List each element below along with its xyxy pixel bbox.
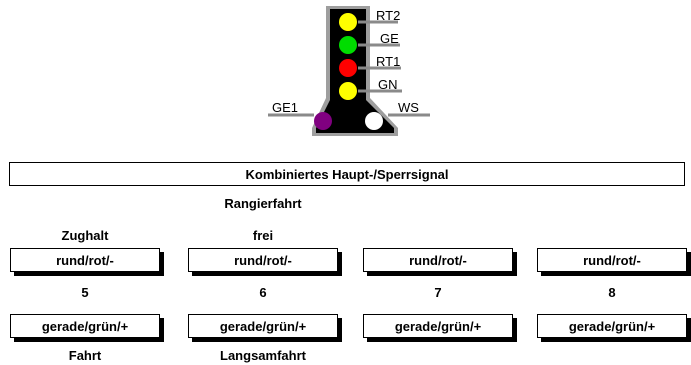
column-bottom-label: Fahrt xyxy=(68,348,102,363)
lamp-label-ge: GE xyxy=(380,31,399,46)
column-top-label: Zughalt xyxy=(61,228,109,243)
straight-green-button-8[interactable]: gerade/grün/+ xyxy=(537,314,687,338)
column-number: 8 xyxy=(608,285,616,300)
round-red-button-6[interactable]: rund/rot/- xyxy=(188,248,338,272)
column-top-label: Rangierfahrt xyxy=(224,196,302,211)
signal-diagram xyxy=(268,6,430,136)
lamp-rt1 xyxy=(339,59,357,77)
lamp-gn xyxy=(339,82,357,100)
lamp-ge xyxy=(339,36,357,54)
lamp-label-ge1: GE1 xyxy=(272,100,299,115)
column-number: 6 xyxy=(259,285,267,300)
round-red-button-7[interactable]: rund/rot/- xyxy=(363,248,513,272)
round-red-button-5[interactable]: rund/rot/- xyxy=(10,248,160,272)
lamp-rt2 xyxy=(339,13,357,31)
straight-green-button-7[interactable]: gerade/grün/+ xyxy=(363,314,513,338)
column-number: 5 xyxy=(81,285,89,300)
column-bottom-label: Langsamfahrt xyxy=(220,348,306,363)
lamp-label-ws: WS xyxy=(398,100,419,115)
column-top-label-2: frei xyxy=(252,228,274,243)
straight-green-button-6[interactable]: gerade/grün/+ xyxy=(188,314,338,338)
column-number: 7 xyxy=(434,285,442,300)
lamp-label-rt2: RT2 xyxy=(376,8,401,23)
signal-title: Kombiniertes Haupt-/Sperrsignal xyxy=(9,162,685,186)
lamp-ws xyxy=(365,112,383,130)
lamp-label-rt1: RT1 xyxy=(376,54,401,69)
lamp-label-gn: GN xyxy=(378,77,398,92)
lamp-ge1 xyxy=(314,112,332,130)
round-red-button-8[interactable]: rund/rot/- xyxy=(537,248,687,272)
straight-green-button-5[interactable]: gerade/grün/+ xyxy=(10,314,160,338)
leader-lines xyxy=(268,20,430,117)
